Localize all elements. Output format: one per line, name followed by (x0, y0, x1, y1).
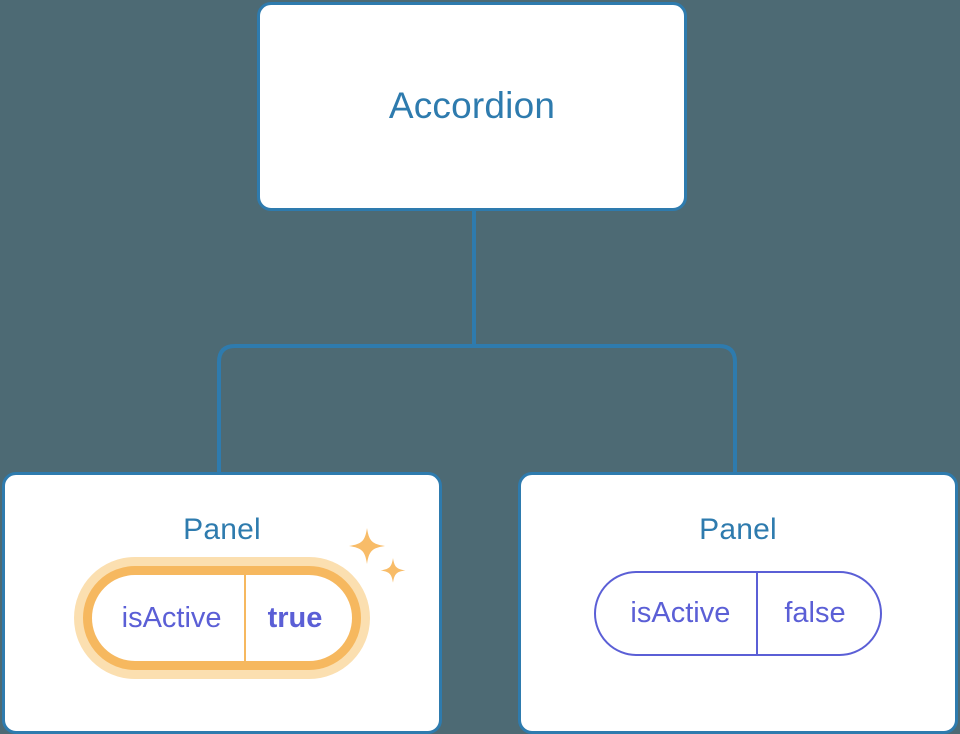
prop-value-label: false (756, 573, 879, 654)
prop-value-label: true (243, 575, 353, 661)
prop-pill-isactive-true[interactable]: isActive true (73, 528, 406, 679)
node-panel-right-title: Panel (699, 513, 777, 546)
connector-branch-left (217, 344, 474, 472)
node-panel-right[interactable]: Panel isActive false (518, 472, 958, 734)
sparkle-large-icon (349, 528, 386, 564)
prop-key-label: isActive (630, 597, 731, 629)
node-accordion[interactable]: Accordion (257, 2, 687, 211)
node-panel-left[interactable]: Panel isActive true (2, 472, 442, 734)
node-panel-left-title: Panel (183, 513, 261, 546)
prop-pill-body: isActive false (594, 571, 882, 656)
node-accordion-title: Accordion (388, 85, 556, 127)
prop-key-label: isActive (121, 601, 222, 634)
prop-pill-body: isActive true (82, 566, 362, 670)
sparkle-small-icon (380, 558, 406, 583)
prop-pill-isactive-false[interactable]: isActive false (594, 571, 882, 656)
connector-branch-right (474, 344, 737, 472)
